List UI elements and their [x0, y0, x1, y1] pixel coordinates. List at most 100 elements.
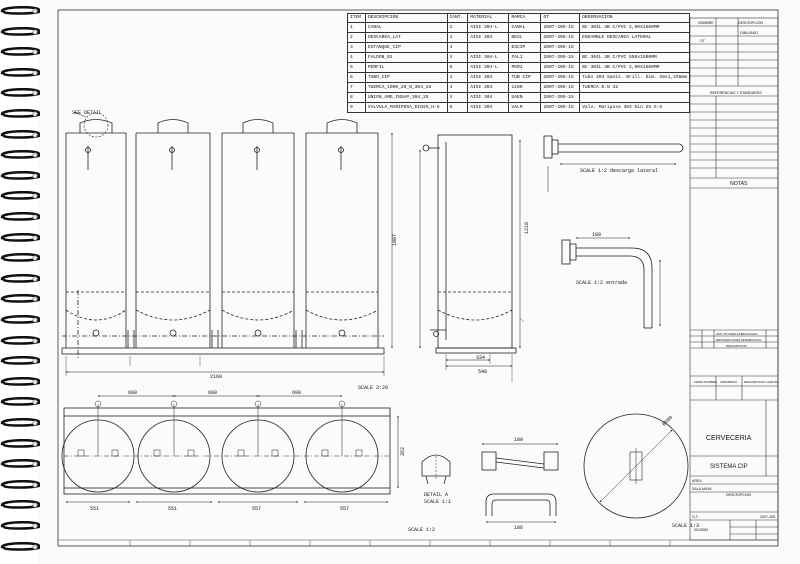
- detail-a-view: [421, 454, 451, 485]
- bom-cell: AISI 304: [467, 32, 510, 43]
- tb-desc-label: DESCRIPCION: [726, 493, 751, 497]
- tb-area-value: SALA MAYA: [692, 487, 712, 491]
- bom-cell: 4: [446, 52, 469, 63]
- tank-2: [135, 119, 211, 348]
- bom-cell: 2007-305-15: [540, 52, 581, 63]
- bom-cell: ENSAMBLE DESCARGA LATERAL: [579, 32, 690, 43]
- binding-coil: [0, 541, 40, 551]
- binding-coil: [0, 191, 40, 201]
- binding-coil: [0, 418, 40, 427]
- profile-bottom-dim: 186: [514, 525, 523, 531]
- bom-cell: TUERCA_1000_20_N_304_25: [364, 82, 448, 93]
- bom-cell: 8: [446, 102, 469, 113]
- binding-coil: [0, 397, 40, 407]
- binding-coil: [0, 47, 40, 56]
- bom-cell: 2007-305-15: [540, 102, 581, 113]
- bom-cell: ESCIP: [508, 42, 542, 53]
- bom-cell: AISI 304: [467, 92, 510, 103]
- bom-cell: BC 304L 3B C/PVC 2,00X1500MM: [579, 62, 690, 73]
- bom-cell: BC 304L 3B C/PVC 550x1500MM: [579, 52, 690, 63]
- side-view: [419, 134, 525, 382]
- entrada-pipe-detail: [561, 237, 661, 329]
- tb-sign-2: APROBADO: [720, 380, 738, 384]
- bottom-ruler-ticks: [129, 540, 671, 546]
- bom-cell: [579, 92, 690, 103]
- title-block: [689, 17, 779, 541]
- binding-coil: [0, 438, 40, 448]
- binding-coil: [0, 335, 40, 345]
- bom-cell: FAL1: [508, 52, 542, 63]
- binding-coil: [0, 376, 40, 386]
- plan-foot-dim-1: 551: [90, 506, 99, 512]
- scale-detail-label: SCALE 1:1: [424, 499, 451, 505]
- detail-a-label: DETAIL A: [424, 492, 448, 498]
- bom-cell: TUERCA D.N 32: [579, 82, 690, 93]
- tank-3: [221, 119, 295, 348]
- binding-coil: [0, 500, 40, 510]
- bom-cell: [467, 42, 510, 53]
- tb-sign-3: DESCRIPCION CLIENTE: [744, 380, 778, 384]
- tb-area-label: AREA: [692, 479, 702, 483]
- tb-sign-1: FIRMA NOMBRE: [694, 380, 717, 384]
- entrada-length-dim: 180: [592, 232, 601, 238]
- binding-coil: [0, 88, 40, 98]
- bom-cell: AISI 304-L: [467, 52, 510, 63]
- bom-cell: ESTANQUE_CIP: [364, 42, 448, 53]
- bom-cell: 8: [446, 62, 469, 73]
- bom-cell: CANAL: [508, 22, 542, 33]
- lid-view: [583, 413, 689, 519]
- profile-width-dim: 180: [514, 437, 523, 443]
- binding-coil: [0, 150, 40, 159]
- bom-cell: DESL: [508, 32, 542, 43]
- bom-cell: 3: [347, 42, 366, 53]
- tb-referencias: REFERENCIAS Y STANDARDS: [710, 91, 762, 95]
- bom-cell: PER1: [508, 62, 542, 73]
- bom-cell: AISI 304: [467, 102, 510, 113]
- bom-cell: AISI 304: [467, 72, 510, 83]
- scale-elevation-label: SCALE 3:20: [358, 385, 388, 391]
- binding-coil: [0, 109, 40, 118]
- tb-project: SISTEMA CIP: [710, 464, 748, 470]
- bom-cell: UNION_AME_INSAP_304_25: [364, 92, 448, 103]
- bom-cell: 2007-305-15: [540, 72, 581, 83]
- lid-diameter-dim: Ø500: [660, 414, 673, 427]
- plan-foot-dim-2: 551: [168, 506, 177, 512]
- tb-header-dibujado: DIBUJADO: [740, 31, 758, 35]
- bom-cell: CANAL: [364, 22, 448, 33]
- bom-column-header: MATERIAL: [467, 13, 510, 23]
- tank-4: [305, 119, 379, 348]
- bom-cell: 4: [446, 82, 469, 93]
- plan-view: [61, 395, 399, 503]
- bom-cell: 4: [347, 52, 366, 63]
- bom-cell: 2007-305-15: [540, 32, 581, 43]
- elevation-height-dim: 1087: [392, 234, 398, 246]
- bom-cell: Tubo 304 Sanit. Brill. Dim. 28x1,2X6mm: [579, 72, 690, 83]
- bom-cell: 2007-305-15: [540, 82, 581, 93]
- front-elevation-view: [61, 111, 393, 376]
- plan-spacing-dim-3: 600: [292, 390, 301, 396]
- tb-header-descripcion: DESCRIPCION: [738, 21, 763, 25]
- bom-cell: 2007-305-15: [540, 22, 581, 33]
- tank-base-frame: [61, 330, 385, 355]
- see-detail-label: SEE DETAIL: [72, 110, 102, 116]
- bom-cell: AISI 304-L: [467, 62, 510, 73]
- plan-spacing-dim-1: 600: [128, 390, 137, 396]
- bom-cell: Valv. Mariposa 304 Din 25 S-S: [579, 102, 690, 113]
- bom-column-header: DESCRIPCION: [364, 13, 448, 23]
- bom-cell: 2007-305-15: [540, 62, 581, 73]
- bom-column-header: MARCA: [508, 13, 542, 23]
- binding-coil: [0, 294, 40, 304]
- tb-header-ot: OT: [700, 39, 706, 43]
- tb-revision-1: CMT OK PARA FABRICACION: [716, 332, 757, 336]
- bom-cell: 2: [446, 22, 469, 33]
- scale-entrada-label: SCALE 1:2 entrada: [576, 280, 627, 286]
- bom-cell: DESCARGA_LAT: [364, 32, 448, 43]
- binding-coil: [0, 459, 40, 468]
